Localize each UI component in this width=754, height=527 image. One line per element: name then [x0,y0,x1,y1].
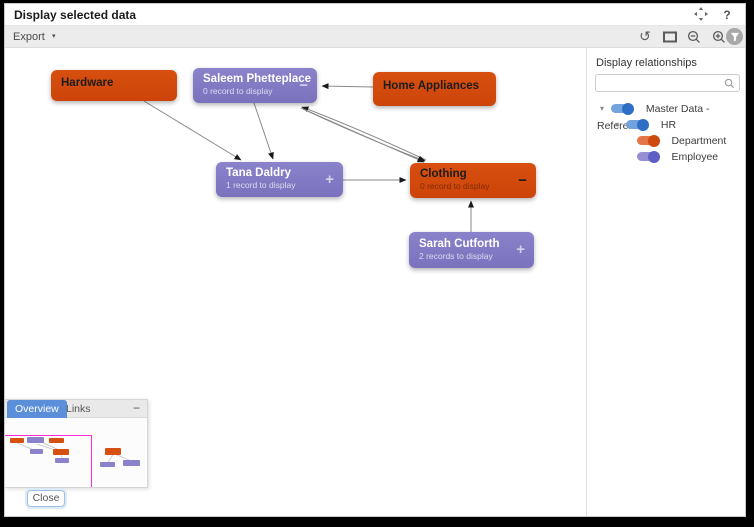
tree-item-label: Employee [671,151,719,163]
minimap-node [30,449,43,454]
node-title: Home Appliances [383,80,480,92]
expand-plus-icon[interactable]: + [516,241,525,258]
zoom-out-icon[interactable] [686,29,702,45]
graph-node-sarah-cutforth[interactable]: Sarah Cutforth 2 records to display + [409,232,534,268]
minimap-node [10,438,24,443]
toolbar: Export ▾ ↺ [5,26,745,48]
search-input[interactable] [601,76,721,90]
close-button[interactable]: Close [27,490,65,507]
minimap-node [55,458,69,463]
tree-item-label: HR [660,119,677,131]
graph-node-home-appliances[interactable]: Home Appliances [373,72,496,106]
filter-funnel-icon [730,32,739,42]
minimap-node [27,437,44,443]
search-icon [724,78,735,89]
collapse-caret-icon[interactable]: ▾ [599,104,604,113]
minimap-edges [16,441,130,463]
relationship-search[interactable] [595,74,740,92]
node-title: Hardware [61,77,114,89]
fit-to-screen-icon[interactable] [662,29,678,45]
minimap-node [49,438,64,443]
move-arrows-icon [694,7,708,21]
node-subtitle: 2 records to display [419,251,493,261]
expand-plus-icon[interactable]: + [325,170,334,188]
undo-icon[interactable]: ↺ [639,28,651,44]
collapse-caret-icon[interactable]: ▾ [614,120,619,129]
minimize-panel-icon[interactable]: − [132,401,140,415]
node-title: Tana Daldry [226,167,291,179]
node-subtitle: 0 record to display [203,86,273,96]
title-bar: Display selected data ? [5,4,745,26]
overview-panel: Overview Links − [5,399,148,488]
overview-panel-header: Overview Links − [5,400,147,418]
minimap-node [105,448,121,455]
caret-down-icon: ▾ [52,33,56,40]
node-title: Saleem Phetteplace [203,73,312,85]
help-icon[interactable]: ? [723,8,731,22]
graph-node-tana-daldry[interactable]: Tana Daldry 1 record to display + [216,162,343,197]
toggle-master-data[interactable] [611,102,635,115]
minimap-viewport[interactable] [5,435,92,487]
tree-item-label: Department [671,135,727,147]
minimap-node [123,460,140,466]
export-button[interactable]: Export ▾ [13,26,59,48]
zoom-in-icon[interactable] [711,29,727,45]
tab-overview[interactable]: Overview [7,400,67,418]
move-pane-icon[interactable] [693,7,709,23]
minimap[interactable] [5,418,146,487]
filter-button[interactable] [726,28,743,45]
minimap-node [53,449,69,455]
tab-links[interactable]: Links [66,403,91,415]
app-window: Display selected data ? Export ▾ ↺ [4,3,746,517]
tree-item-master-data-reference[interactable]: ▾ Master Data - Reference [587,100,745,132]
node-title: Clothing [420,168,467,180]
graph-node-clothing[interactable]: Clothing 0 record to display − [410,163,536,198]
collapse-minus-icon[interactable]: − [518,171,527,189]
page-title: Display selected data [14,8,137,22]
node-subtitle: 0 record to display [420,181,490,191]
minimap-node [100,462,115,467]
graph-node-hardware[interactable]: Hardware [51,70,177,101]
relationship-tree: ▾ Master Data - Reference ▾ HR Departmen… [587,100,745,164]
graph-node-saleem-phetteplace[interactable]: Saleem Phetteplace 0 record to display − [193,68,317,103]
node-title: Sarah Cutforth [419,238,500,250]
node-subtitle: 1 record to display [226,180,296,190]
toggle-department[interactable] [637,134,660,147]
tree-item-employee[interactable]: Employee [587,148,745,164]
toggle-employee[interactable] [637,150,660,163]
collapse-minus-icon[interactable]: − [299,76,308,94]
toggle-hr[interactable] [626,118,650,131]
tree-item-hr[interactable]: ▾ HR [587,116,745,132]
relationships-sidebar: Display relationships ▾ Master Data - Re… [586,48,745,516]
sidebar-title: Display relationships [596,57,697,69]
export-label: Export [13,31,45,43]
tree-item-department[interactable]: Department [587,132,745,148]
